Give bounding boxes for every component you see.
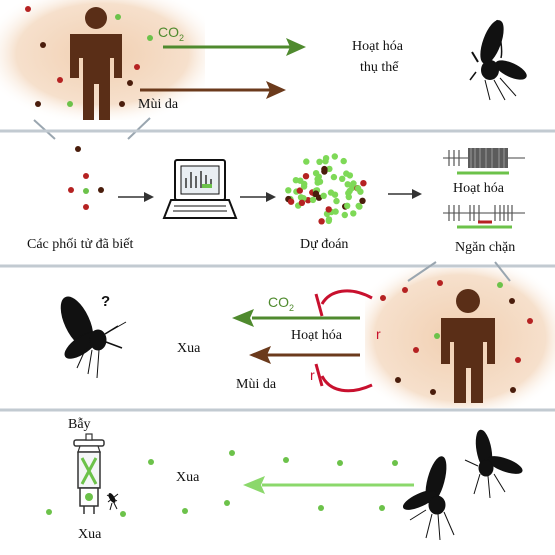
mosquito-icon-upper	[464, 429, 523, 499]
prediction-dot	[360, 180, 367, 187]
prediction-dot	[285, 187, 292, 194]
arrow-to-traces	[388, 189, 422, 199]
odor-dots-right	[380, 280, 533, 395]
arrow-to-prediction	[240, 192, 276, 202]
panel-trap	[46, 429, 523, 541]
receptor-r-label-bottom: r	[310, 367, 315, 383]
co2-label-mid-sub: 2	[289, 302, 295, 313]
prediction-dot	[354, 185, 362, 192]
prediction-dot	[326, 165, 333, 173]
inhibition-label: Ngăn chặn	[455, 240, 516, 255]
attraction-arrow	[243, 476, 414, 494]
prediction-dot	[303, 158, 310, 165]
co2-label-top-base: CO	[158, 24, 179, 40]
small-mosquito-icon	[106, 493, 119, 511]
inhibition-trace	[443, 205, 525, 229]
co2-arrow-left	[232, 309, 360, 327]
prediction-dot	[325, 206, 332, 213]
prediction-dot	[287, 198, 295, 205]
prediction-dot	[340, 157, 347, 165]
prediction-dot	[315, 173, 322, 180]
prediction-dot	[309, 196, 317, 204]
human-figure-right	[441, 289, 495, 403]
skin-pointer-right	[127, 117, 151, 140]
receptor-activation-label-line2: thụ thể	[360, 60, 399, 75]
repel-label-bottom: Xua	[78, 527, 102, 542]
predicted-ligands-cloud	[285, 153, 367, 225]
prediction-dot	[345, 193, 352, 201]
prediction-dot	[359, 197, 366, 204]
prediction-dot	[312, 190, 320, 197]
prediction-dot	[321, 165, 328, 173]
prediction-dot	[302, 173, 310, 180]
arrow-to-computer	[118, 192, 154, 202]
co2-arrow-top	[163, 38, 306, 56]
prediction-dot	[316, 158, 323, 165]
prediction-dot	[296, 187, 303, 194]
co2-label-mid-base: CO	[268, 294, 289, 310]
prediction-dot	[346, 187, 353, 195]
prediction-dot	[344, 181, 351, 188]
prediction-dot	[333, 197, 340, 205]
prediction-dot	[298, 199, 306, 206]
trap-icon	[73, 433, 105, 514]
mosquito-icon-top	[469, 19, 527, 101]
prediction-dot	[350, 210, 357, 217]
activation-label-lower: Hoạt hóa	[291, 328, 342, 343]
skin-odor-arrow-left	[249, 346, 360, 364]
known-ligands-dots	[68, 146, 104, 210]
activation-label-mid: Hoạt hóa	[453, 181, 504, 196]
receptor-r-label-top: r	[376, 326, 381, 342]
panel-receptor-activation	[0, 0, 555, 140]
known-ligands-label: Các phối tử đã biết	[27, 237, 134, 252]
prediction-dot	[331, 153, 338, 160]
question-mark-icon: ?	[101, 293, 111, 310]
trap-label: Bẫy	[68, 417, 91, 432]
skin-odor-label-lower: Mùi da	[236, 377, 277, 392]
skin-pointer-right-mid	[494, 261, 511, 282]
co2-label-top-sub: 2	[179, 32, 185, 43]
prediction-dot	[341, 211, 348, 219]
prediction-dot	[325, 217, 332, 225]
prediction-dot	[356, 203, 363, 210]
prediction-dot	[322, 155, 330, 162]
receptor-activation-label-line1: Hoạt hóa	[352, 39, 403, 54]
attractant-dots	[46, 450, 398, 517]
prediction-dot	[320, 192, 327, 199]
prediction-dot	[318, 218, 325, 225]
skin-odor-label-top: Mùi da	[138, 97, 179, 112]
skin-pointer-left-mid	[407, 261, 437, 282]
repel-label-mid: Xua	[177, 341, 201, 356]
skin-odor-arrow-top	[140, 81, 286, 99]
prediction-dot	[300, 183, 308, 190]
mosquito-icon-confused	[60, 296, 127, 379]
panel-blocking-repel	[0, 261, 555, 412]
mosquito-icon-lower	[402, 456, 455, 541]
co2-label-top: CO2	[158, 24, 184, 43]
prediction-dot	[331, 191, 339, 198]
prediction-label: Dự đoán	[300, 237, 349, 252]
co2-label-mid: CO2	[268, 294, 294, 313]
prediction-dot	[344, 202, 351, 209]
repel-label-trap-panel: Xua	[176, 470, 200, 485]
prediction-dot	[330, 173, 338, 181]
computer-icon	[162, 159, 238, 219]
activation-trace	[443, 148, 525, 175]
prediction-dot	[339, 175, 346, 182]
inhibitor-block-top	[314, 289, 373, 317]
prediction-dot	[292, 177, 300, 184]
panel-ligand-prediction	[0, 146, 555, 268]
human-figure-top	[70, 7, 122, 120]
odor-dots-top	[25, 6, 153, 107]
prediction-dot	[350, 180, 357, 187]
prediction-dot	[346, 172, 354, 179]
prediction-dot	[314, 179, 321, 186]
inhibitor-block-bottom	[314, 363, 373, 393]
